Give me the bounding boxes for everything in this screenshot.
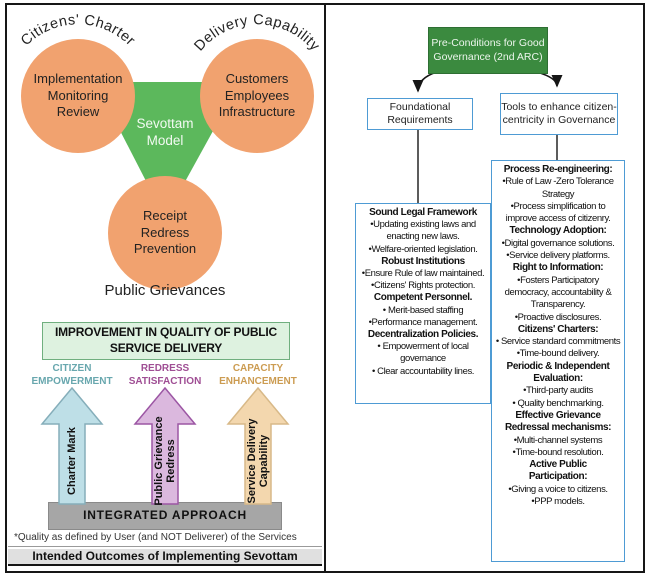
service-delivery-capability-up-arrow: Service Delivery Capability [226,387,290,505]
quality-footnote: *Quality as defined by User (and NOT Del… [14,532,297,543]
preconditions-root-box: Pre-Conditions for Good Governance (2nd … [428,27,548,74]
up-arrow-icon [133,387,197,505]
tools-citizen-centricity-box: Tools to enhance citizen-centricity in G… [500,93,618,135]
list-line: • Empowerment of local governance [377,341,469,365]
list-line: •Fosters Participatory democracy, accoun… [504,274,612,311]
panel-divider [324,3,326,571]
list-line: •Third-party audits [523,385,593,397]
list-line: Technology Adoption: [509,225,607,237]
list-line: Redressal mechanisms: [504,422,612,434]
list-line: Active Public [529,459,587,471]
list-line: Right to Information: [512,262,604,274]
charter-mark-text: Charter Mark [65,427,78,495]
list-line: Sound Legal Framework [369,207,477,218]
list-line: Effective Grievance [515,409,601,421]
foundational-requirements-list: Sound Legal Framework•Updating existing … [355,203,491,404]
list-line: Redress [140,224,190,240]
list-line: •Process simplification to improve acces… [505,200,611,225]
list-line: Receipt [142,208,188,224]
list-line: Implementation [33,71,123,87]
list-line: Evaluation: [533,373,583,385]
capacity-enhancement-label: CAPACITY ENHANCEMENT [219,363,297,387]
list-line: • Clear accountability lines. [371,365,475,377]
integrated-approach-platform: INTEGRATED APPROACH [48,502,282,530]
list-line: Periodic & Independent [506,360,610,372]
list-line: Prevention [133,241,197,257]
list-line: •Giving a voice to citizens. [508,483,608,495]
list-line: •PPP models. [531,496,585,508]
list-line: •Multi-channel systems [513,434,603,446]
list-line: •Service delivery platforms. [506,250,610,262]
up-arrow-icon [40,387,104,505]
list-line: •Ensure Rule of law maintained. [361,268,485,280]
list-line: Infrastructure [218,104,296,120]
list-line: •Updating existing laws and enacting new… [370,219,476,243]
list-line: Competent Personnel. [373,292,473,304]
list-line: Robust Institutions [381,255,465,267]
list-line: •Welfare-oriented legislation. [368,243,478,255]
list-line: •Rule of Law -Zero Tolerance Strategy [502,176,614,200]
service-delivery-capability-text: Service Delivery Capability [245,418,270,504]
public-grievance-redress-text: Public Grievance Redress [152,416,177,506]
list-line: •Digital governance solutions. [501,237,615,249]
sevottam-model-label: Sevottam Model [136,116,194,148]
list-line: Participation: [528,471,588,483]
list-line: Monitoring [47,87,109,103]
list-line: • Service standard commitments [495,336,621,348]
tools-list: Process Re-engineering:•Rule of Law -Zer… [491,160,625,562]
connector-root-to-foundational [412,71,438,93]
list-line: Process Re-engineering: [503,164,613,175]
improvement-header-box: IMPROVEMENT IN QUALITY OF PUBLIC SERVICE… [42,322,290,360]
list-line: •Time-bound resolution. [512,446,604,458]
foundational-requirements-box: Foundational Requirements [367,98,473,130]
list-line: • Merit-based staffing [382,304,464,316]
redress-satisfaction-label: REDRESS SATISFACTION [128,363,202,387]
list-line: •Citizens' Rights protection. [371,280,475,292]
public-grievances-caption: Public Grievances [104,282,226,299]
list-line: Customers [225,71,289,87]
list-line: Review [56,104,100,120]
list-line: •Proactive disclosures. [514,311,602,323]
citizen-empowerment-label: CITIZEN EMPOWERMENT [31,363,113,387]
list-line: •Time-bound delivery. [516,348,600,360]
list-line: •Performance management. [368,316,478,328]
list-line: Employees [224,87,290,103]
list-line: • Quality benchmarking. [512,397,604,409]
connector-root-to-tools [536,71,563,88]
list-line: Decentralization Policies. [367,329,479,341]
up-arrow-icon [226,387,290,505]
intended-outcomes-strip: Intended Outcomes of Implementing Sevott… [8,549,322,566]
strip-top-line [8,546,322,547]
list-line: Citizens' Charters: [517,323,599,335]
charter-mark-up-arrow: Charter Mark [40,387,104,505]
public-grievance-redress-up-arrow: Public Grievance Redress [133,387,197,506]
